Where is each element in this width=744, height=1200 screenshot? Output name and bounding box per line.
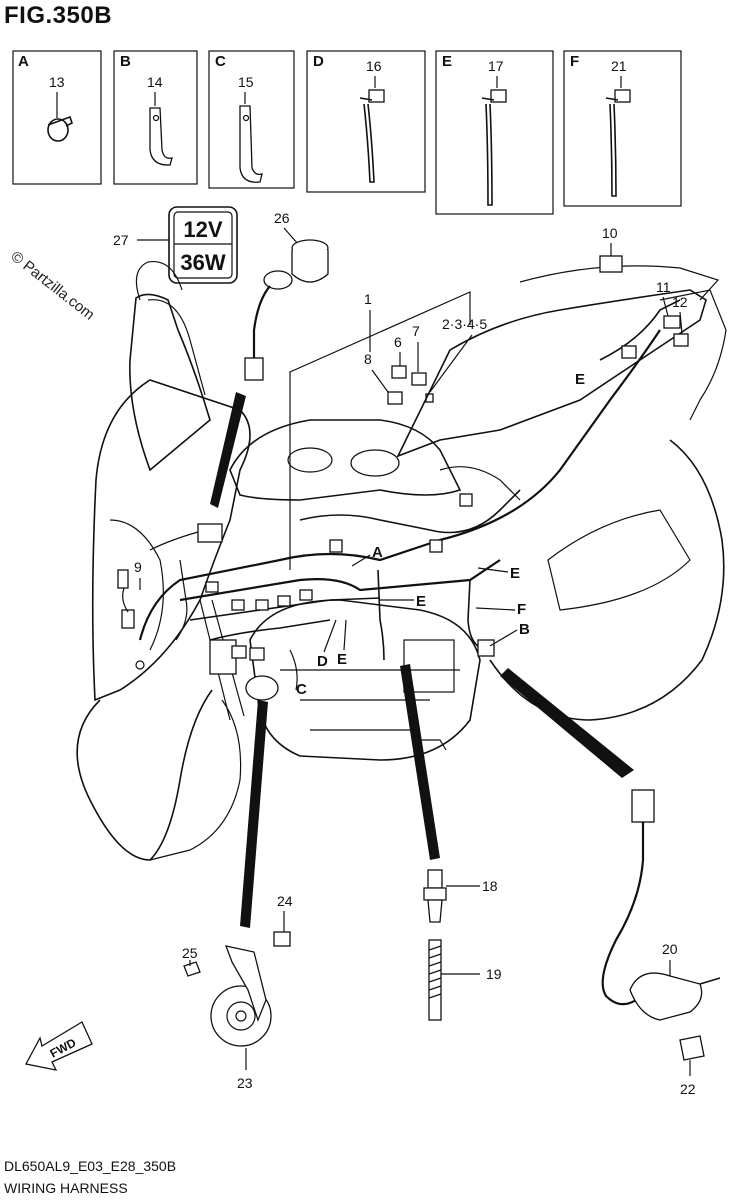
main-harness <box>117 255 689 701</box>
part-number-label: 15 <box>238 74 254 90</box>
callout-2345: 2·3·4·5 <box>442 316 487 332</box>
detail-box-letter: C <box>215 53 226 70</box>
callout-19: 19 <box>486 966 502 982</box>
part-number-label: 13 <box>49 74 65 90</box>
bulb-wattage: 36W <box>180 250 225 275</box>
relay-group: 1 2·3·4·5 6 7 8 <box>289 291 487 570</box>
sensor-20: 20 22 <box>601 789 721 1097</box>
detail-box-letter: A <box>18 53 29 70</box>
detail-box-e: E 17 <box>435 50 554 215</box>
footer-code: DL650AL9_E03_E28_350B <box>4 1158 177 1174</box>
bulb-voltage: 12V <box>183 217 222 242</box>
part-number-label: 17 <box>488 58 504 74</box>
callout-26: 26 <box>274 210 290 226</box>
callout-27: 27 <box>113 232 129 248</box>
part-number-label: 14 <box>147 74 163 90</box>
detail-box-b: B 14 <box>113 50 198 185</box>
callout-20: 20 <box>662 941 678 957</box>
harness-label-e-top: E <box>575 371 585 388</box>
harness-label-e-low: E <box>337 651 347 668</box>
detail-box-letter: B <box>120 53 131 70</box>
detail-box-a: A 13 <box>12 50 102 185</box>
detail-box-f: F 21 <box>563 50 682 207</box>
horn-23: 24 25 23 <box>182 893 293 1091</box>
callout-9: 9 <box>134 559 142 575</box>
harness-label-c: C <box>296 681 307 698</box>
figure-title: FIG.350B <box>4 2 113 29</box>
motorcycle-outline <box>76 260 727 861</box>
detail-box-letter: D <box>313 53 324 70</box>
callout-10: 10 <box>602 225 618 241</box>
pointer-wedge-18 <box>400 664 440 860</box>
callout-7: 7 <box>412 323 420 339</box>
callout-22: 22 <box>680 1081 696 1097</box>
detail-box-c: C 15 <box>208 50 295 189</box>
detail-box-letter: F <box>570 53 579 70</box>
forward-direction-arrow: FWD <box>25 1021 93 1071</box>
footer-name: WIRING HARNESS <box>4 1180 128 1196</box>
pointer-wedge-26 <box>210 392 246 508</box>
part-number-label: 21 <box>611 58 627 74</box>
harness-label-f: F <box>517 601 526 618</box>
callout-6: 6 <box>394 334 402 350</box>
harness-label-b: B <box>519 621 530 638</box>
harness-label-e-mid: E <box>416 593 426 610</box>
switch-18-19: 18 19 <box>423 869 502 1021</box>
pointer-wedge-23 <box>240 700 268 928</box>
callout-24: 24 <box>277 893 293 909</box>
socket-26: 26 <box>244 210 329 381</box>
callout-25: 25 <box>182 945 198 961</box>
callout-12: 12 <box>672 294 688 310</box>
callout-11: 11 <box>656 279 671 295</box>
detail-box-d: D 16 <box>306 50 426 193</box>
callout-8: 8 <box>364 351 372 367</box>
callout-18: 18 <box>482 878 498 894</box>
callout-23: 23 <box>237 1075 253 1091</box>
detail-box-letter: E <box>442 53 452 70</box>
bulb-spec-box: 12V 36W <box>168 206 238 284</box>
pointer-wedge-20 <box>500 668 634 778</box>
part-number-label: 16 <box>366 58 382 74</box>
harness-label-d: D <box>317 653 328 670</box>
harness-label-a: A <box>372 544 383 561</box>
harness-label-e-right: E <box>510 565 520 582</box>
callout-1: 1 <box>364 291 372 307</box>
